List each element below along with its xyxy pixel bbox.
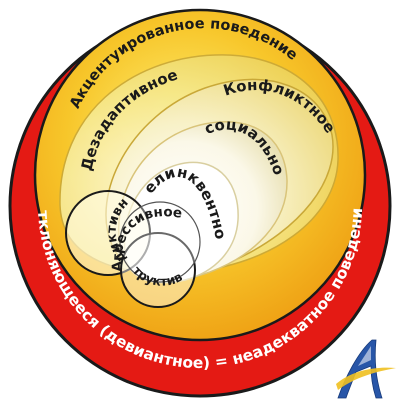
delinquent-zone [123,161,239,284]
logo-a-icon: A [336,339,396,399]
destructive-circle [120,232,196,308]
aggressive-circle [119,201,201,283]
